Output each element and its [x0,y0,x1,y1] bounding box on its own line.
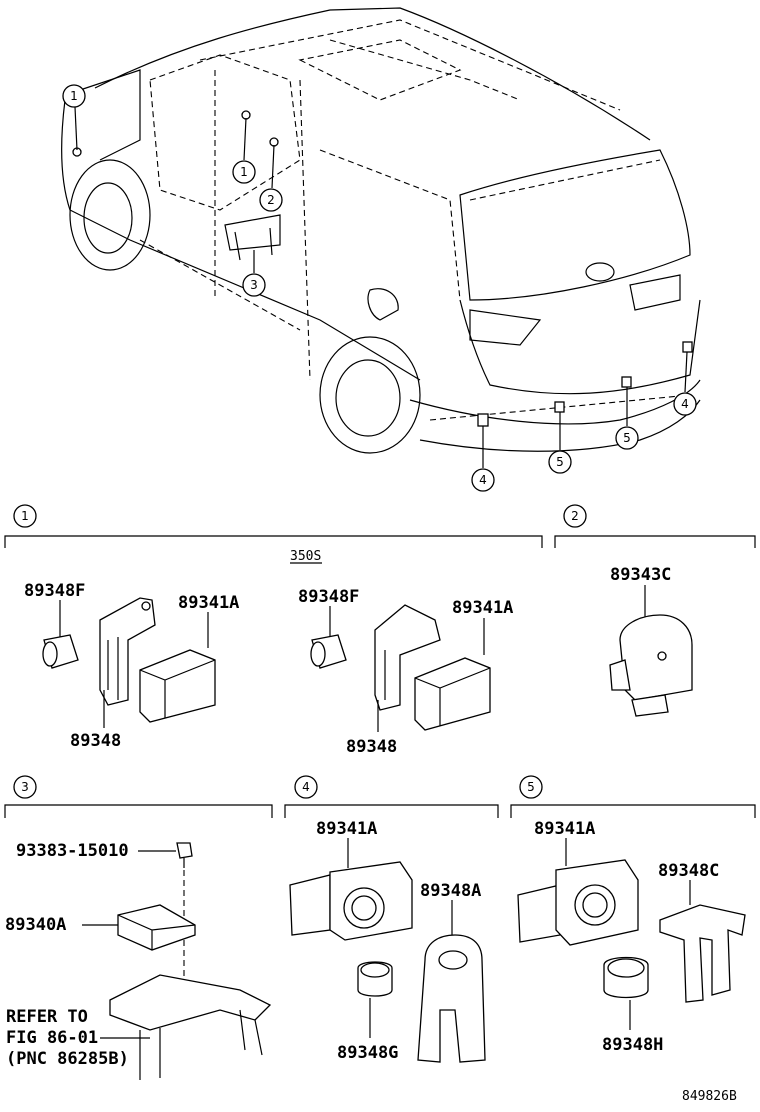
section-1: 1 350S 89348F 89341A 89348 89348F 89341A… [4,504,543,757]
part-number: 89340A [5,915,66,935]
callout-label: 1 [240,165,248,179]
callout-circle [232,160,256,184]
callout-circle [673,392,697,416]
note-line: FIG 86-01 [6,1028,98,1048]
callout-circle [62,84,86,108]
callout-circle [242,273,266,297]
vehicle-illustration [61,7,701,454]
section-number: 2 [571,509,579,523]
note-line: (PNC 86285B) [6,1049,129,1069]
vehicle-callouts: 1 1 2 3 4 4 5 5 [62,84,697,492]
callout-label: 4 [681,397,689,411]
callout-label: 3 [250,278,258,292]
callout-label: 5 [556,455,564,469]
part-number: 89348G [337,1043,398,1063]
part-number: 89341A [452,598,513,618]
callout-label: 4 [479,473,487,487]
section-number: 4 [302,780,310,794]
part-number: 89341A [178,593,239,613]
callout-circle [615,426,639,450]
callout-label: 1 [70,89,78,103]
section-5: 5 89341A 89348C 89348H [510,775,756,1055]
note-line: REFER TO [6,1007,88,1027]
part-number: 89341A [316,819,377,839]
section-number: 3 [21,780,29,794]
callout-circle [548,450,572,474]
section-4: 4 89341A 89348A 89348G [284,775,499,1063]
part-number: 89348F [24,581,85,601]
figure-id: 849826B [682,1089,737,1104]
callout-label: 5 [623,431,631,445]
part-number: 89348H [602,1035,663,1055]
section-2: 2 89343C [554,504,756,717]
part-number: 93383-15010 [16,841,129,861]
callout-circle [259,188,283,212]
part-number: 89348 [70,731,121,751]
variant-label: 350S [290,549,321,564]
part-number: 89343C [610,565,671,585]
section-number: 1 [21,509,29,523]
section-number: 5 [527,780,535,794]
part-number: 89348A [420,881,481,901]
part-number: 89348C [658,861,719,881]
part-number: 89341A [534,819,595,839]
section-3: 3 93383-15010 89340A REFER TO FIG 86-01 … [4,775,273,1080]
part-number: 89348F [298,587,359,607]
callout-circle [471,468,495,492]
part-number: 89348 [346,737,397,757]
callout-label: 2 [267,193,275,207]
